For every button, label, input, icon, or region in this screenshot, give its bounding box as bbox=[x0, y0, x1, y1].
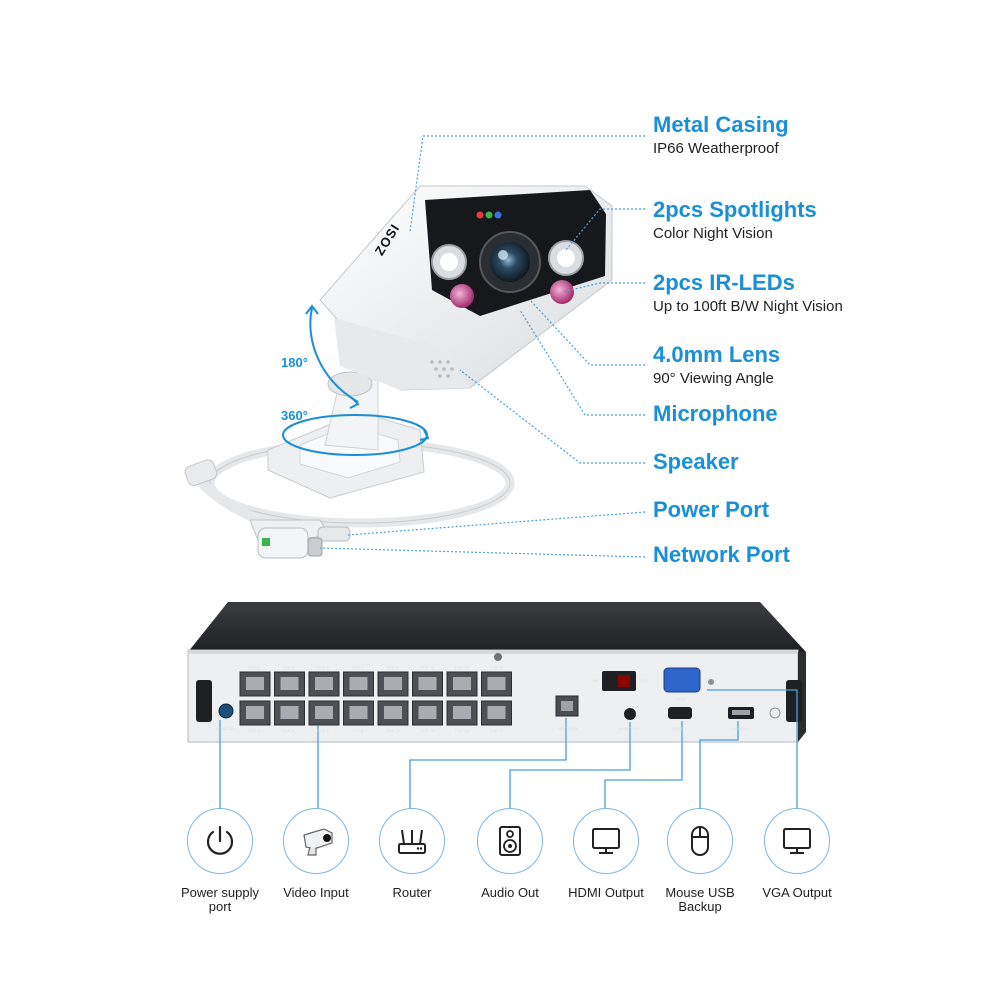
power-in-label: DC 48-52V bbox=[216, 726, 236, 731]
poe-port-slot bbox=[384, 706, 402, 719]
poe-port-slot bbox=[349, 706, 368, 719]
poe-port-slot bbox=[315, 706, 333, 719]
feature-title: Power Port bbox=[653, 497, 770, 522]
callout-lines bbox=[319, 135, 646, 558]
port-power-supply: Power supply port bbox=[172, 808, 268, 914]
port-hdmi-output: HDMI Output bbox=[558, 808, 654, 900]
feature-subtitle: Up to 100ft B/W Night Vision bbox=[653, 298, 843, 315]
poe-port-slot bbox=[246, 706, 264, 719]
port-audio-out: Audio Out bbox=[462, 808, 558, 900]
poe-port bbox=[481, 671, 512, 697]
poe-port-label: POE 2 bbox=[248, 728, 261, 733]
audio-out-label: AUDIO OUT bbox=[619, 726, 642, 731]
poe-port-label: POE 8 bbox=[352, 728, 365, 733]
feature-network-port: Network Port bbox=[653, 542, 790, 568]
switch-on-label: ON bbox=[592, 678, 598, 683]
feature-spotlights: 2pcs Spotlights Color Night Vision bbox=[653, 197, 817, 244]
speaker-icon bbox=[477, 808, 543, 874]
port-label: VGA Output bbox=[762, 885, 832, 900]
port-label: Video Input bbox=[283, 885, 349, 900]
feature-title: 2pcs IR-LEDs bbox=[653, 270, 795, 295]
poe-port-label: POE 4 bbox=[283, 728, 296, 733]
nvr-recorder bbox=[187, 602, 806, 743]
vga-label: VGA bbox=[677, 696, 686, 701]
feature-title: Network Port bbox=[653, 542, 790, 567]
feature-metal-casing: Metal Casing IP66 Weatherproof bbox=[653, 112, 789, 159]
port-mouse-usb: Mouse USB Backup bbox=[652, 808, 748, 914]
poe-port-slot bbox=[418, 677, 437, 690]
hdmi-label: HDMI bbox=[672, 726, 682, 731]
poe-port-label: POE 10 bbox=[386, 728, 401, 733]
feature-power-port: Power Port bbox=[653, 497, 769, 523]
poe-port-label: POE 7 bbox=[352, 665, 365, 670]
port-label: Mouse USB Backup bbox=[665, 885, 735, 914]
poe-port-label: POE 14 bbox=[455, 728, 470, 733]
poe-port-label: POE 15 bbox=[490, 665, 505, 670]
tilt-rotation-label: 180° bbox=[281, 355, 308, 370]
port-video-input: Video Input bbox=[268, 808, 364, 900]
feature-subtitle: Color Night Vision bbox=[653, 225, 773, 242]
rotation-arrows bbox=[282, 304, 430, 456]
poe-port-label: POE 13 bbox=[455, 665, 470, 670]
feature-subtitle: IP66 Weatherproof bbox=[653, 140, 779, 157]
port-vga-output: VGA Output bbox=[749, 808, 845, 900]
poe-port-slot bbox=[280, 706, 299, 719]
port-router: Router bbox=[364, 808, 460, 900]
poe-port bbox=[481, 700, 512, 726]
camera-connectors bbox=[249, 519, 351, 559]
monitor-icon bbox=[573, 808, 639, 874]
nvr-connection-lines bbox=[219, 689, 798, 810]
feature-subtitle: 90° Viewing Angle bbox=[653, 370, 774, 387]
poe-port-slot bbox=[384, 677, 402, 690]
poe-port-label: POE 9 bbox=[386, 665, 399, 670]
feature-speaker: Speaker bbox=[653, 449, 739, 475]
poe-port bbox=[308, 700, 340, 726]
speaker-grille bbox=[430, 360, 454, 378]
router-icon bbox=[379, 808, 445, 874]
poe-port-label: POE 3 bbox=[283, 665, 296, 670]
monitor-icon bbox=[764, 808, 830, 874]
camera-icon bbox=[283, 808, 349, 874]
feature-title: Speaker bbox=[653, 449, 739, 474]
poe-port-slot bbox=[349, 677, 368, 690]
feature-microphone: Microphone bbox=[653, 401, 778, 427]
usb-label: USB2.0 bbox=[733, 726, 748, 731]
network-label: NETWORK bbox=[558, 726, 579, 731]
poe-port-label: POE 16 bbox=[490, 728, 505, 733]
pan-rotation-label: 360° bbox=[281, 408, 308, 423]
poe-port-label: POE 5 bbox=[317, 665, 330, 670]
mouse-icon bbox=[667, 808, 733, 874]
camera-body bbox=[319, 185, 613, 391]
poe-port-slot bbox=[487, 706, 506, 719]
switch-off-label: OFF bbox=[640, 678, 649, 683]
poe-port-label: POE 1 bbox=[248, 665, 261, 670]
port-label: Router bbox=[392, 885, 432, 900]
poe-port-slot bbox=[453, 706, 471, 719]
poe-port-slot bbox=[453, 677, 471, 690]
poe-port-grid bbox=[239, 671, 512, 726]
feature-title: 2pcs Spotlights bbox=[653, 197, 817, 222]
port-label: HDMI Output bbox=[568, 885, 644, 900]
power-icon bbox=[187, 808, 253, 874]
poe-port-slot bbox=[280, 677, 299, 690]
poe-port-slot bbox=[315, 677, 333, 690]
port-label: Power supply port bbox=[180, 885, 260, 914]
poe-port-label: POE 11 bbox=[421, 665, 435, 670]
poe-port-label: POE 6 bbox=[317, 728, 330, 733]
port-label: Audio Out bbox=[481, 885, 539, 900]
poe-port-label: POE 12 bbox=[421, 728, 436, 733]
poe-port-slot bbox=[418, 706, 437, 719]
feature-title: Metal Casing bbox=[653, 112, 789, 137]
feature-title: 4.0mm Lens bbox=[653, 342, 781, 367]
poe-port-slot bbox=[246, 677, 264, 690]
feature-title: Microphone bbox=[653, 401, 778, 426]
poe-port-slot bbox=[487, 677, 506, 690]
feature-lens: 4.0mm Lens 90° Viewing Angle bbox=[653, 342, 780, 389]
feature-ir-leds: 2pcs IR-LEDs Up to 100ft B/W Night Visio… bbox=[653, 270, 843, 317]
